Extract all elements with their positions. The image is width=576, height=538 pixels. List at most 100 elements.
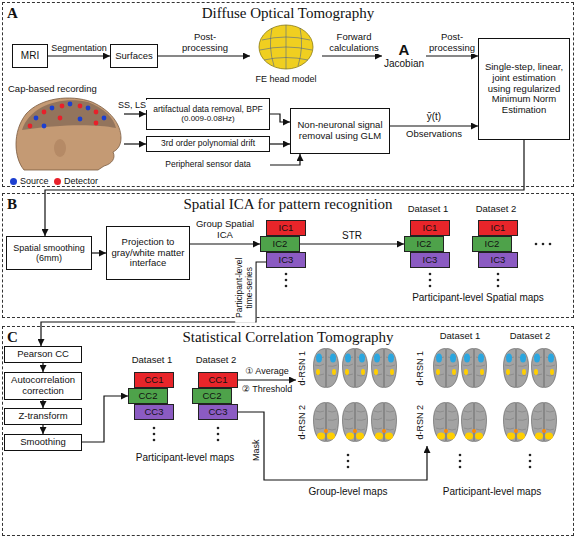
node-text: Z-transform <box>18 411 67 422</box>
caption-label: Dataset 2 <box>475 204 518 215</box>
cap-head-figure-part-part <box>78 104 83 109</box>
caption-label: ② Threshold <box>241 384 293 394</box>
component-card: CC3 <box>198 404 238 420</box>
continuation-dots-part <box>217 433 220 436</box>
cap-head-figure-part <box>54 139 66 157</box>
row-label: d-RSN 2 <box>415 398 425 446</box>
continuation-dots-part <box>529 466 532 469</box>
model-figure: FE head model <box>250 22 322 84</box>
legend-swatch <box>54 178 61 185</box>
arrow-label: Mask <box>251 434 261 466</box>
flow-arrow <box>158 55 250 56</box>
cap-head-figure-part-part <box>28 124 33 129</box>
arrow-label-holder: Post-processing <box>426 32 478 54</box>
fe-head-figure-part <box>259 25 313 69</box>
row-label: d-RSN 1 <box>415 344 425 392</box>
flow-arrow <box>390 125 478 126</box>
arrow-label: Post-processing <box>426 32 478 54</box>
arrow-label: SS, LS <box>117 100 147 110</box>
node-text: IC2 <box>417 239 432 250</box>
brain-maps-part <box>372 349 397 388</box>
process-box: Z-transform <box>4 408 82 425</box>
continuation-dots-part <box>535 243 538 246</box>
cap-head-figure-part <box>22 100 116 130</box>
node-text: CC2 <box>202 391 221 402</box>
continuation-dots-part <box>217 439 220 442</box>
node-text: Cap-based recording <box>8 84 97 95</box>
legend-holder: Detector <box>63 176 99 186</box>
brain-maps-part <box>343 403 368 442</box>
caption-label: Participant-level Spatial maps <box>411 292 545 304</box>
brain-maps-part <box>532 403 557 442</box>
continuation-dots-part <box>542 243 545 246</box>
row-label: d-RSN 1 <box>297 344 307 392</box>
panel-title: Spatial ICA for pattern recognition <box>183 195 392 213</box>
arrow-label-holder: Participant-level time-series <box>235 253 255 323</box>
component-card: IC1 <box>410 220 450 236</box>
caption-label-holder: Dataset 1 <box>407 204 450 215</box>
continuation-dots <box>153 243 552 469</box>
cap-head-figure-part-part <box>42 124 47 129</box>
arrow-label: Post-processing <box>177 32 233 54</box>
caption-label: Observations <box>405 129 463 140</box>
flow-arrow <box>42 400 43 408</box>
cap-head-figure-part-part <box>86 106 91 111</box>
continuation-dots-part <box>429 273 432 276</box>
cap-head-figure-part-part <box>34 116 39 121</box>
continuation-dots-part <box>497 285 500 288</box>
panel-title: Diffuse Optical Tomography <box>202 4 375 22</box>
node-text: CC2 <box>138 391 157 402</box>
caption-label: Participant-level maps <box>442 486 542 498</box>
arrow-label-holder: Forward calculations <box>324 32 384 54</box>
flow-arrow <box>45 140 524 236</box>
flow-arrow <box>48 55 110 56</box>
brain-maps-part <box>504 403 529 442</box>
component-card: CC2 <box>192 388 232 404</box>
flow-arrow <box>42 363 43 372</box>
continuation-dots-part <box>497 279 500 282</box>
cap-head-figure-part-part <box>68 102 73 107</box>
component-card: IC1 <box>478 220 518 236</box>
component-card: IC3 <box>478 252 518 268</box>
continuation-dots-part <box>347 460 350 463</box>
node-text: Jacobian <box>384 58 424 70</box>
node-text: Non-neuronal signal removal using GLM <box>294 120 386 142</box>
caption-label: Dataset 2 <box>509 331 552 342</box>
row-label: d-RSN 2 <box>297 398 307 446</box>
panel-frame: CStatistical Correlation TomographyPears… <box>2 326 574 536</box>
caption-label-holder: Participant-level maps <box>442 486 542 498</box>
process-box: Spatial smoothing (6mm) <box>6 236 92 270</box>
flow-arrow <box>270 154 300 165</box>
brain-maps-part <box>434 403 459 442</box>
node-text: IC3 <box>491 255 506 266</box>
legend-swatch <box>10 178 17 185</box>
flow-arrow <box>270 143 290 144</box>
process-box: MRI <box>12 44 48 68</box>
legend-text: Source <box>19 176 50 186</box>
component-card: IC3 <box>266 252 306 268</box>
brain-maps-part <box>462 403 487 442</box>
continuation-dots-part <box>529 460 532 463</box>
caption-label-holder: Group-level maps <box>308 486 389 498</box>
caption-label-holder: Observations <box>405 129 463 140</box>
node-text: Spatial smoothing (6mm) <box>10 243 88 264</box>
continuation-dots-part <box>153 427 156 430</box>
flow-arrow <box>190 243 260 244</box>
arrow-label: Segmentation <box>50 43 108 53</box>
panel-letter: C <box>7 328 18 346</box>
caption-label: ① Average <box>244 366 289 376</box>
brain-maps-part <box>462 349 487 388</box>
node-text: Autocorrelation correction <box>8 375 78 397</box>
panel-letter: A <box>7 4 18 22</box>
component-card: IC3 <box>410 252 450 268</box>
component-card: CC1 <box>134 372 174 388</box>
matrix-node: AJacobian <box>382 38 426 72</box>
caption-label-holder: Dataset 1 <box>131 355 174 366</box>
caption-label: Dataset 2 <box>195 355 238 366</box>
process-box: Non-neuronal signal removal using GLM <box>290 108 390 154</box>
caption-label-holder: ② Threshold <box>241 384 293 394</box>
continuation-dots-part <box>347 454 350 457</box>
arrow-label: Forward calculations <box>324 32 384 54</box>
map-row: d-RSN 1 <box>414 344 566 392</box>
